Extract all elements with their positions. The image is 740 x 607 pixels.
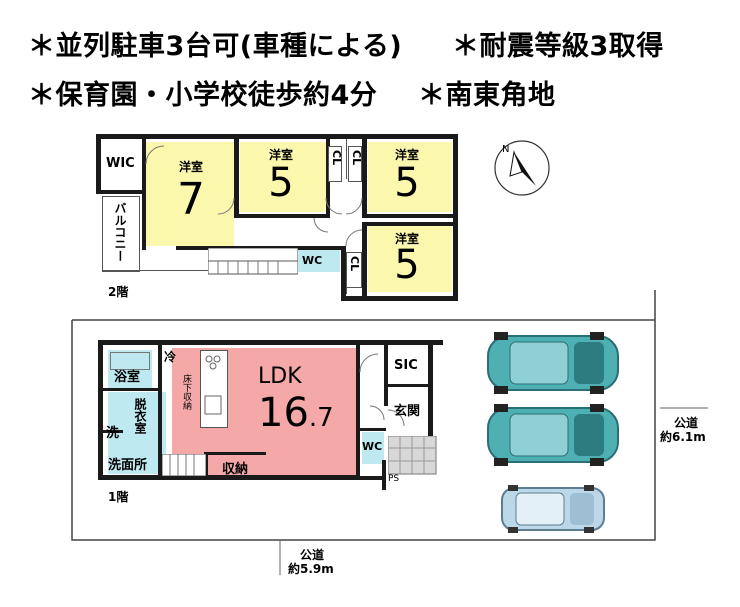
floor2-plan: バルコニー WIC 洋室 7 洋室 5 洋室 5 洋室 5 CL CL [96, 134, 458, 304]
svg-text:N: N [502, 144, 509, 155]
south-road-width: 約5.9m [288, 562, 334, 576]
stairs-2f [208, 248, 298, 275]
headline-parking: ＊並列駐車3台可(車種による) [28, 31, 403, 62]
wic-label: WIC [106, 156, 135, 171]
cooktop-icon [204, 355, 222, 415]
wc2-fill [294, 250, 340, 272]
washroom-label: 洗面所 [108, 458, 148, 473]
wc2-label: WC [302, 254, 323, 267]
cl1-label: CL [330, 150, 343, 166]
east-road-label: 公道 [674, 416, 699, 430]
storage-label: 収納 [222, 462, 249, 477]
room-7-size: 7 [177, 174, 205, 225]
dressing-fill [108, 392, 166, 474]
floor1-label: 1階 [108, 490, 129, 504]
room-5b-size: 5 [394, 160, 420, 206]
ldk-size-int: 16 [258, 390, 309, 436]
wc1-fill [362, 432, 384, 464]
ldk-size: 16.7 [258, 390, 334, 436]
car-icon [487, 332, 619, 394]
room-7-fill [146, 142, 234, 246]
headline-school: ＊保育園・小学校徒歩約4分 [28, 80, 378, 111]
room-5c-size: 5 [394, 242, 420, 288]
east-road-width: 約6.1m [660, 430, 706, 444]
bath-label: 浴室 [114, 370, 141, 385]
room-5a-fill [240, 142, 326, 212]
compass-north-icon: N [494, 140, 550, 196]
ldk-size-dec: .7 [308, 403, 334, 433]
sic-label: SIC [394, 358, 418, 373]
bathtub [110, 352, 150, 370]
floor2-label: 2階 [108, 285, 129, 299]
underfloor-label: 床下収納 [181, 374, 191, 410]
car-icon [501, 485, 605, 533]
floor1-plan: 浴室 冷 床下収納 脱衣室 洗 洗面所 収納 LDK 16.7 WC SIC 玄… [98, 340, 443, 495]
room-5b-fill [368, 142, 452, 212]
room-5b-name: 洋室 [394, 148, 419, 162]
room-5a-size: 5 [268, 160, 294, 206]
room-5c-name: 洋室 [394, 232, 419, 246]
fridge-label: 冷 [164, 350, 177, 364]
cl3-label: CL [348, 256, 361, 272]
ldk-name: LDK [258, 364, 302, 389]
room-7-name: 洋室 [178, 160, 203, 174]
stairs-1f [162, 454, 206, 476]
ps-label: PS [388, 474, 400, 484]
car-icon [487, 404, 619, 466]
room-5c-fill [368, 226, 452, 292]
balcony [102, 196, 140, 272]
entrance-label: 玄関 [394, 404, 421, 419]
entrance-tiles [388, 436, 437, 475]
south-road-label: 公道 [300, 548, 325, 562]
balcony-label: バルコニー [113, 202, 127, 262]
headline-earthquake: ＊耐震等級3取得 [452, 31, 664, 62]
room-5a-name: 洋室 [268, 148, 293, 162]
washer-label: 洗 [106, 426, 120, 441]
dressing-label: 脱衣室 [133, 398, 147, 434]
door-arcs-1f [359, 353, 405, 427]
cl2-label: CL [350, 150, 363, 166]
door-arcs-2f [145, 145, 363, 247]
wc1-label: WC [362, 440, 383, 453]
headline-corner-lot: ＊南東角地 [418, 80, 556, 111]
